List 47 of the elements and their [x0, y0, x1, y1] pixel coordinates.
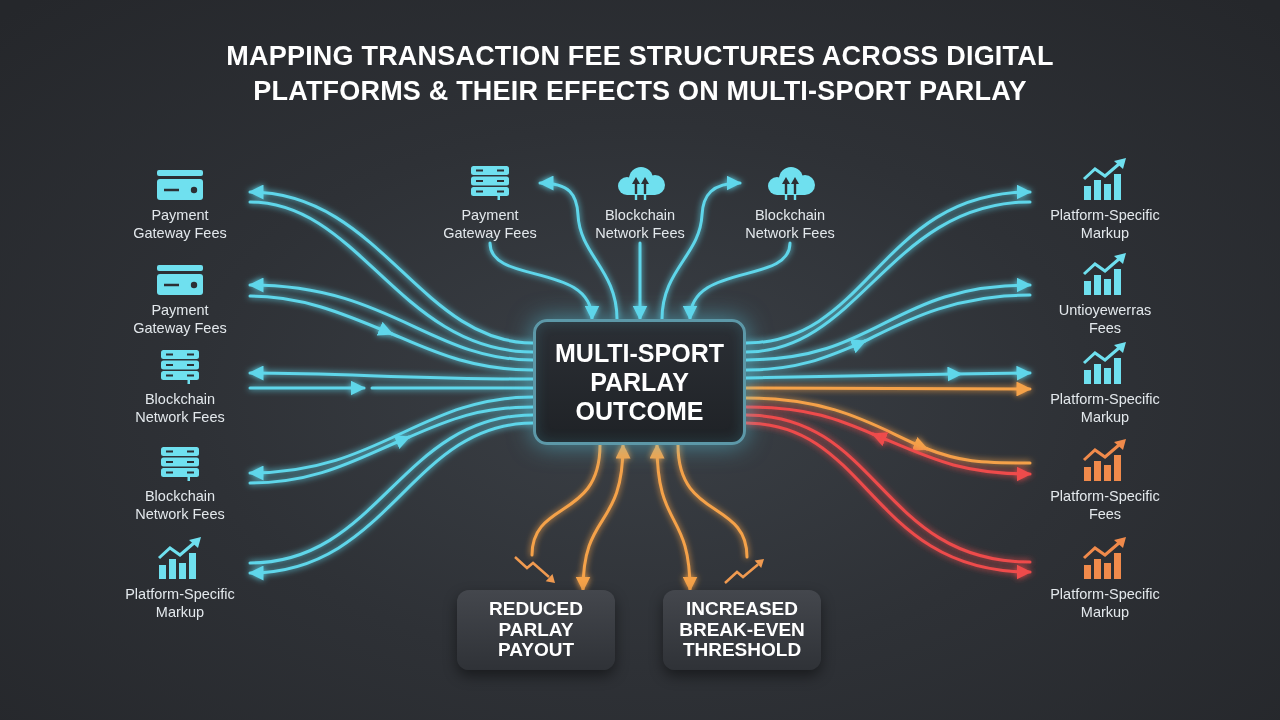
- node-title: MULTI-SPORT PARLAY OUTCOME: [554, 338, 725, 426]
- arrow: [248, 435, 411, 485]
- arrow: [576, 443, 630, 592]
- arrow: [744, 396, 929, 451]
- node-label: Payment Gateway Fees: [132, 207, 228, 242]
- node-label: Platform-Specific Markup: [1049, 391, 1161, 426]
- arrow: [744, 381, 1032, 397]
- node-title: INCREASED BREAK-EVEN THRESHOLD: [678, 598, 806, 662]
- connector-line: [861, 293, 1032, 344]
- arrow: [248, 380, 366, 396]
- arrow: [488, 241, 598, 321]
- connector-line: [388, 331, 535, 372]
- connector-line: [923, 446, 1032, 465]
- result-box: [457, 590, 615, 670]
- node-label: Blockchain Network Fees: [744, 207, 836, 242]
- arrow: [248, 365, 535, 381]
- node-label: Platform-Specific Markup: [1049, 207, 1161, 242]
- arrow: [660, 176, 742, 321]
- connector-line: [530, 443, 602, 557]
- arrow: [744, 339, 867, 372]
- node-label: Payment Gateway Fees: [132, 302, 228, 337]
- connector-line: [370, 386, 535, 390]
- result-box: [663, 590, 821, 670]
- arrow: [248, 278, 535, 362]
- node-title: REDUCED PARLAY PAYOUT: [488, 598, 584, 662]
- node-label: Payment Gateway Fees: [442, 207, 538, 242]
- node-label: Platform-Specific Markup: [124, 586, 236, 621]
- title: MAPPING TRANSACTION FEE STRUCTURES ACROSS DIGITAL PLATFORMS & THEIR EFFECTS ON MULTI-SPORT PARLAY: [225, 40, 1055, 108]
- node-label: Platform-Specific Fees: [1049, 488, 1161, 523]
- connector-line: [405, 405, 535, 440]
- node-label: Platform-Specific Markup: [1049, 586, 1161, 621]
- arrow: [248, 294, 394, 336]
- arrow: [744, 366, 1032, 382]
- node-label: Blockchain Network Fees: [134, 391, 226, 426]
- arrow: [684, 241, 792, 321]
- arrow: [649, 443, 697, 592]
- arrow: [744, 278, 1032, 362]
- connector-line: [744, 405, 877, 437]
- node-label: Blockchain Network Fees: [134, 488, 226, 523]
- node-label: Blockchain Network Fees: [594, 207, 686, 242]
- arrow: [248, 395, 535, 480]
- connector-line: [676, 443, 749, 559]
- hub-box: [533, 319, 746, 445]
- arrow: [538, 176, 619, 321]
- arrow: [871, 432, 1032, 482]
- node-label: Untioyewerras Fees: [1057, 302, 1153, 337]
- arrow: [632, 241, 648, 321]
